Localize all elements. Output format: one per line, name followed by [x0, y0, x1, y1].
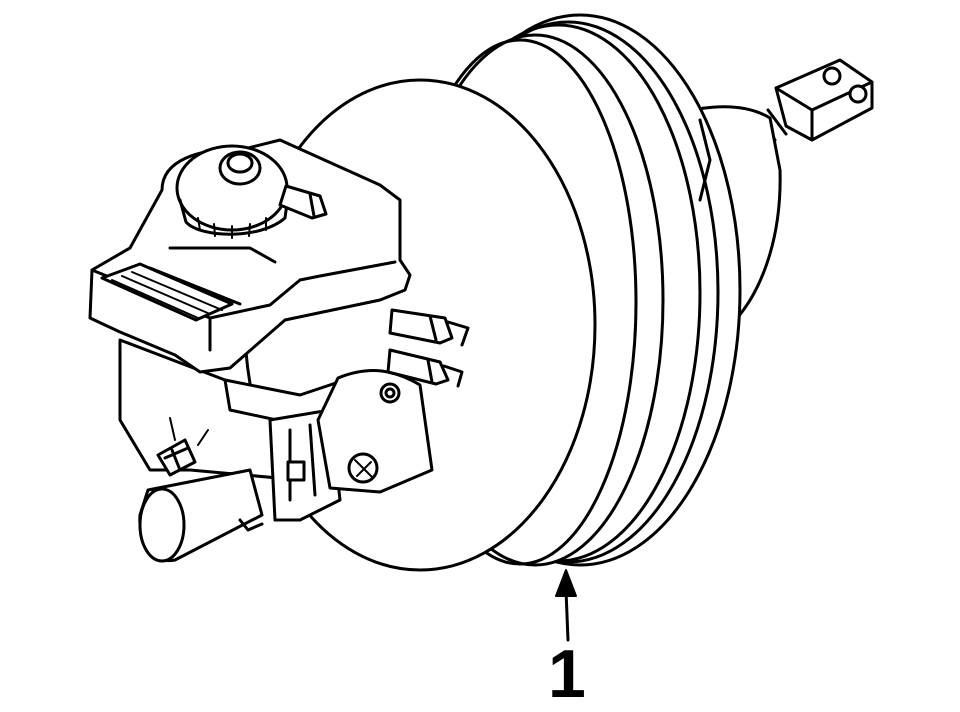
brake-line-fittings: [386, 308, 470, 388]
fluid-reservoir: [88, 138, 412, 374]
callout-number-1: 1: [548, 636, 586, 712]
master-cylinder: [118, 338, 434, 563]
clevis-hole: [822, 66, 842, 86]
pushrod-clevis: [758, 58, 874, 142]
clevis-hole: [848, 84, 868, 104]
cylinder-bore-end: [138, 487, 186, 563]
level-sensor-plug: [278, 184, 328, 220]
callout-leader-1: [555, 569, 577, 642]
bolt: [379, 382, 401, 404]
